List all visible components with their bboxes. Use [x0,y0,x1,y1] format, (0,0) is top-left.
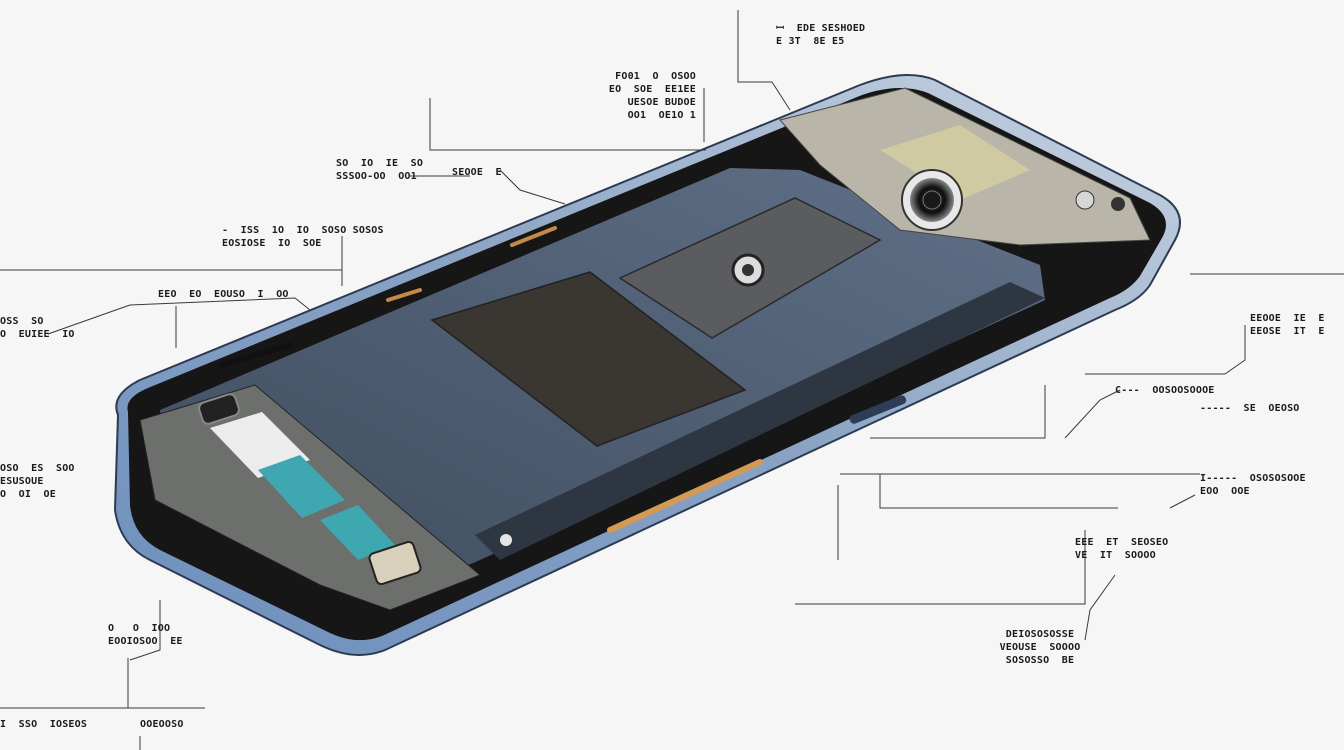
callout-label: OOEOOSO [140,719,184,730]
leader-line [1085,325,1246,375]
callout-label: - ISS 1O IO SOSO SOSOS EOSIOSE IO SOE [222,225,384,249]
callout-label: ----- SE OEOSO [1200,403,1300,414]
leader-line [47,297,311,335]
callout-label: FO01 O OSOO EO SOE EE1EE UESOE BUDOE OO1… [608,71,696,121]
usb-port [368,540,422,586]
leader-line [1084,574,1116,641]
leader-lines [0,10,1344,750]
leader-line [737,10,791,111]
leader-line [499,169,566,205]
teal-connector-2 [320,505,395,560]
screw-hole [500,534,512,546]
callout-label: EEOOE IE E EEOSE IT E [1250,313,1325,337]
leader-line [1064,389,1121,439]
callout-label: SEOOE E [452,167,502,178]
flash-module [1075,190,1095,210]
callout-label: I----- OSOSOSOOE EOO OOE [1200,473,1306,497]
callout-label: SO IO IE SO SSSOO-OO OO1 [336,158,424,182]
callout-label: EEO EO EOUSO I OO [158,289,289,300]
leader-line [129,600,161,661]
leader-line [870,385,1046,439]
leader-line [429,98,706,151]
leader-line [1169,494,1196,509]
battery-pack [430,271,747,447]
callout-label: DEIOSOSOSSE VEOUSE SOOOO SOSOSSO BE [999,629,1081,666]
callout-label: I SSO IOSEOS [0,719,88,730]
callout-label: O O IOO EOOIOSOO EE [108,623,183,647]
phone-chassis [113,74,1181,656]
callout-label: OSO ES SOO ESUSOUE O OI OE [0,463,75,500]
callout-label: OSS SO O EUIEE IO [0,316,75,340]
antenna-strip [607,459,763,533]
teal-connector-1 [258,455,345,518]
side-button [849,395,907,424]
leader-line [879,474,1118,509]
midframe-bracket [475,282,1045,560]
callout-label: C--- OOSOOSOOOE [1115,385,1215,396]
callout-label: ꟷ EDE SESHOED E 3T 8E E5 [776,23,866,47]
callout-label: EEE ET SEOSEO VE IT SOOOO [1075,537,1169,561]
leader-line [795,530,1086,605]
